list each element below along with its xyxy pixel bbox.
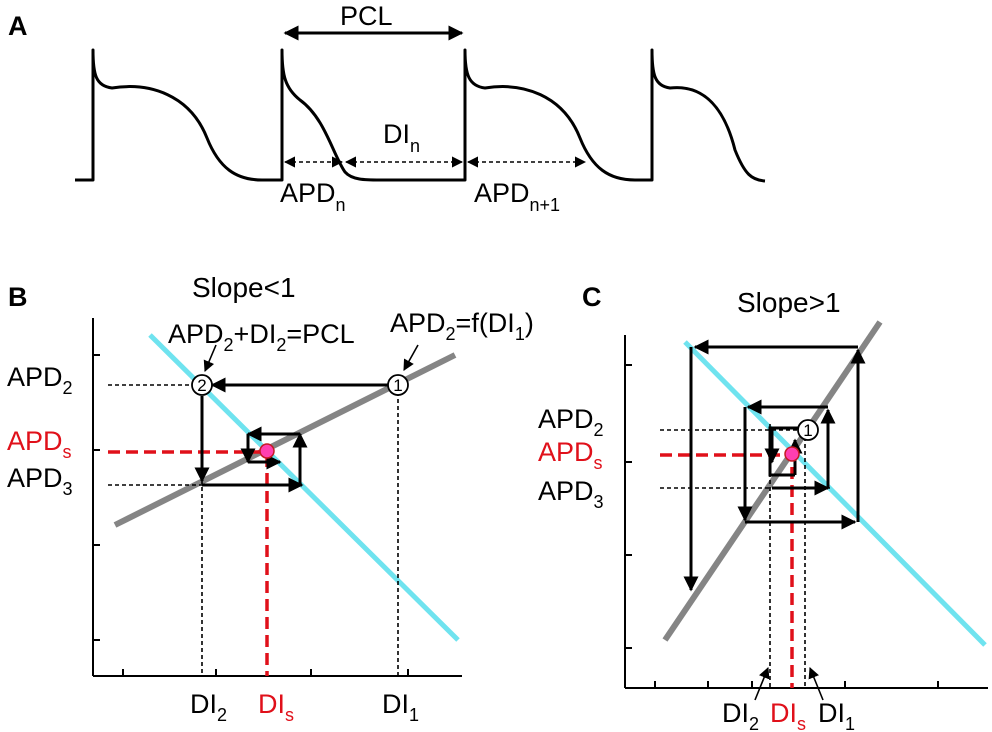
panel-b-dash-apd2 <box>108 384 203 676</box>
panel-b-eq1-pointer <box>203 344 217 373</box>
di-n-label: DIn <box>383 119 420 156</box>
panel-b-label-apds: APDs <box>7 426 72 462</box>
panel-b-eq2-pointer <box>403 344 419 371</box>
panel-c-steady-state-lines <box>660 453 794 688</box>
action-potential-trace <box>75 48 766 183</box>
panel-c-label-apd2: APD2 <box>538 404 604 440</box>
panel-c-di2-pointer <box>754 666 770 701</box>
panel-b-label-di2: DI2 <box>190 689 227 725</box>
pcl-label: PCL <box>340 1 393 31</box>
panel-b-x-ticks <box>122 669 409 676</box>
panel-b-eq-restitution: APD2=f(DI1) <box>390 308 534 344</box>
panel-c-point-1-label: 1 <box>803 421 812 440</box>
panel-b-letter: B <box>8 282 28 312</box>
panel-b-fixed-point <box>259 443 275 459</box>
panel-b-point-1-label: 1 <box>393 376 402 395</box>
panel-c-y-ticks <box>625 364 632 649</box>
panel-b-label-di1: DI1 <box>382 689 419 725</box>
panel-c-restitution-curve <box>662 320 883 642</box>
panel-c-label-apd3: APD3 <box>538 476 604 512</box>
panel-b-y-ticks <box>93 354 100 641</box>
panel-b-point-2-label: 2 <box>197 376 206 395</box>
panel-a-letter: A <box>8 11 28 41</box>
panel-c-label-di1: DI1 <box>818 698 855 732</box>
panel-c-label-dis: DIs <box>770 698 806 732</box>
panel-c-letter: C <box>582 282 602 312</box>
panel-b: B Slope<1 <box>7 272 534 725</box>
panel-c-label-apds: APDs <box>538 437 603 473</box>
panel-c-fixed-point <box>784 446 800 462</box>
panel-b-point-1 <box>387 374 409 396</box>
panel-b-steady-state-lines <box>108 450 269 676</box>
panel-c-di1-pointer <box>808 666 824 701</box>
panel-b-label-dis: DIs <box>258 689 294 725</box>
panel-c-label-di2: DI2 <box>722 698 759 732</box>
apd-n1-label: APDn+1 <box>474 178 560 215</box>
apd-n-label: APDn <box>280 178 346 215</box>
panel-b-label-apd3: APD3 <box>7 463 73 499</box>
panel-c-x-ticks <box>654 681 939 688</box>
panel-b-label-apd2: APD2 <box>7 362 73 398</box>
panel-b-title: Slope<1 <box>192 272 296 303</box>
panel-c: C Slope>1 <box>538 282 988 732</box>
panel-a: A PCL DIn APDn APDn+1 <box>8 1 766 215</box>
panel-b-point-2 <box>191 374 213 396</box>
panel-c-pcl-line <box>683 340 987 647</box>
panel-b-eq-pcl: APD2+DI2=PCL <box>168 319 355 355</box>
panel-c-title: Slope>1 <box>737 287 841 318</box>
panel-c-point-1 <box>797 419 819 441</box>
